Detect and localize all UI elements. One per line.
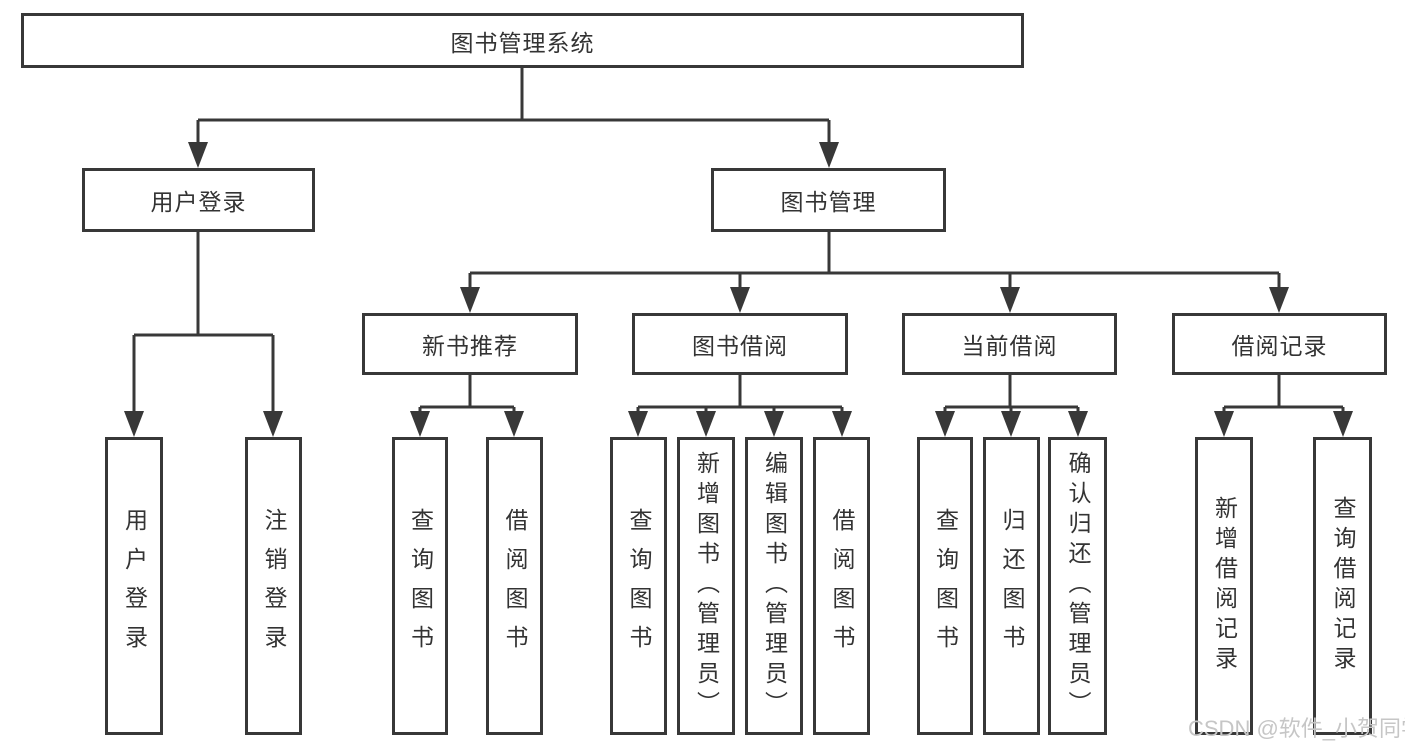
node-bb-borrow-books: 借阅图书	[813, 437, 870, 735]
node-br-add-record: 新增借阅记录	[1195, 437, 1253, 735]
node-nb-borrow-books: 借阅图书	[486, 437, 543, 735]
node-root: 图书管理系统	[21, 13, 1024, 68]
node-nb-query-books-label: 查询图书	[407, 508, 434, 664]
node-ul-logout-label: 注销登录	[261, 508, 287, 664]
node-bb-query-books: 查询图书	[610, 437, 667, 735]
node-current-borrow: 当前借阅	[902, 313, 1117, 375]
node-book-mgmt: 图书管理	[711, 168, 946, 232]
node-book-borrow-label: 图书借阅	[692, 333, 788, 359]
node-ul-user-login: 用户登录	[105, 437, 163, 735]
node-cb-return-books: 归还图书	[983, 437, 1040, 735]
node-book-mgmt-label: 图书管理	[780, 189, 877, 215]
node-bb-edit-books: 编辑图书（管理员）	[745, 437, 803, 735]
node-cb-confirm-return-label: 确认归还（管理员）	[1065, 451, 1091, 721]
node-br-query-record: 查询借阅记录	[1313, 437, 1372, 735]
node-user-login: 用户登录	[82, 168, 315, 232]
node-bb-add-books: 新增图书（管理员）	[677, 437, 735, 735]
node-new-book-rec: 新书推荐	[362, 313, 578, 375]
node-bb-query-books-label: 查询图书	[626, 508, 652, 664]
node-bb-edit-books-label: 编辑图书（管理员）	[761, 451, 788, 721]
node-cb-query-books: 查询图书	[917, 437, 973, 735]
node-borrow-records: 借阅记录	[1172, 313, 1387, 375]
node-bb-add-books-label: 新增图书（管理员）	[693, 451, 720, 721]
node-cb-return-books-label: 归还图书	[999, 508, 1025, 664]
node-ul-logout: 注销登录	[245, 437, 302, 735]
node-bb-borrow-books-label: 借阅图书	[829, 508, 855, 664]
node-cb-confirm-return: 确认归还（管理员）	[1048, 437, 1107, 735]
node-ul-user-login-label: 用户登录	[121, 508, 148, 664]
arrowheads	[124, 142, 1353, 437]
node-br-add-record-label: 新增借阅记录	[1211, 496, 1238, 676]
node-book-borrow: 图书借阅	[632, 313, 848, 375]
node-nb-query-books: 查询图书	[392, 437, 448, 735]
node-user-login-label: 用户登录	[150, 189, 247, 215]
node-new-book-rec-label: 新书推荐	[422, 333, 518, 359]
node-cb-query-books-label: 查询图书	[932, 508, 959, 664]
node-nb-borrow-books-label: 借阅图书	[502, 508, 528, 664]
node-current-borrow-label: 当前借阅	[961, 333, 1058, 359]
watermark: CSDN @软件_小贺同学	[1188, 716, 1405, 741]
node-root-label: 图书管理系统	[450, 29, 595, 56]
node-borrow-records-label: 借阅记录	[1231, 333, 1328, 359]
node-br-query-record-label: 查询借阅记录	[1330, 496, 1356, 676]
